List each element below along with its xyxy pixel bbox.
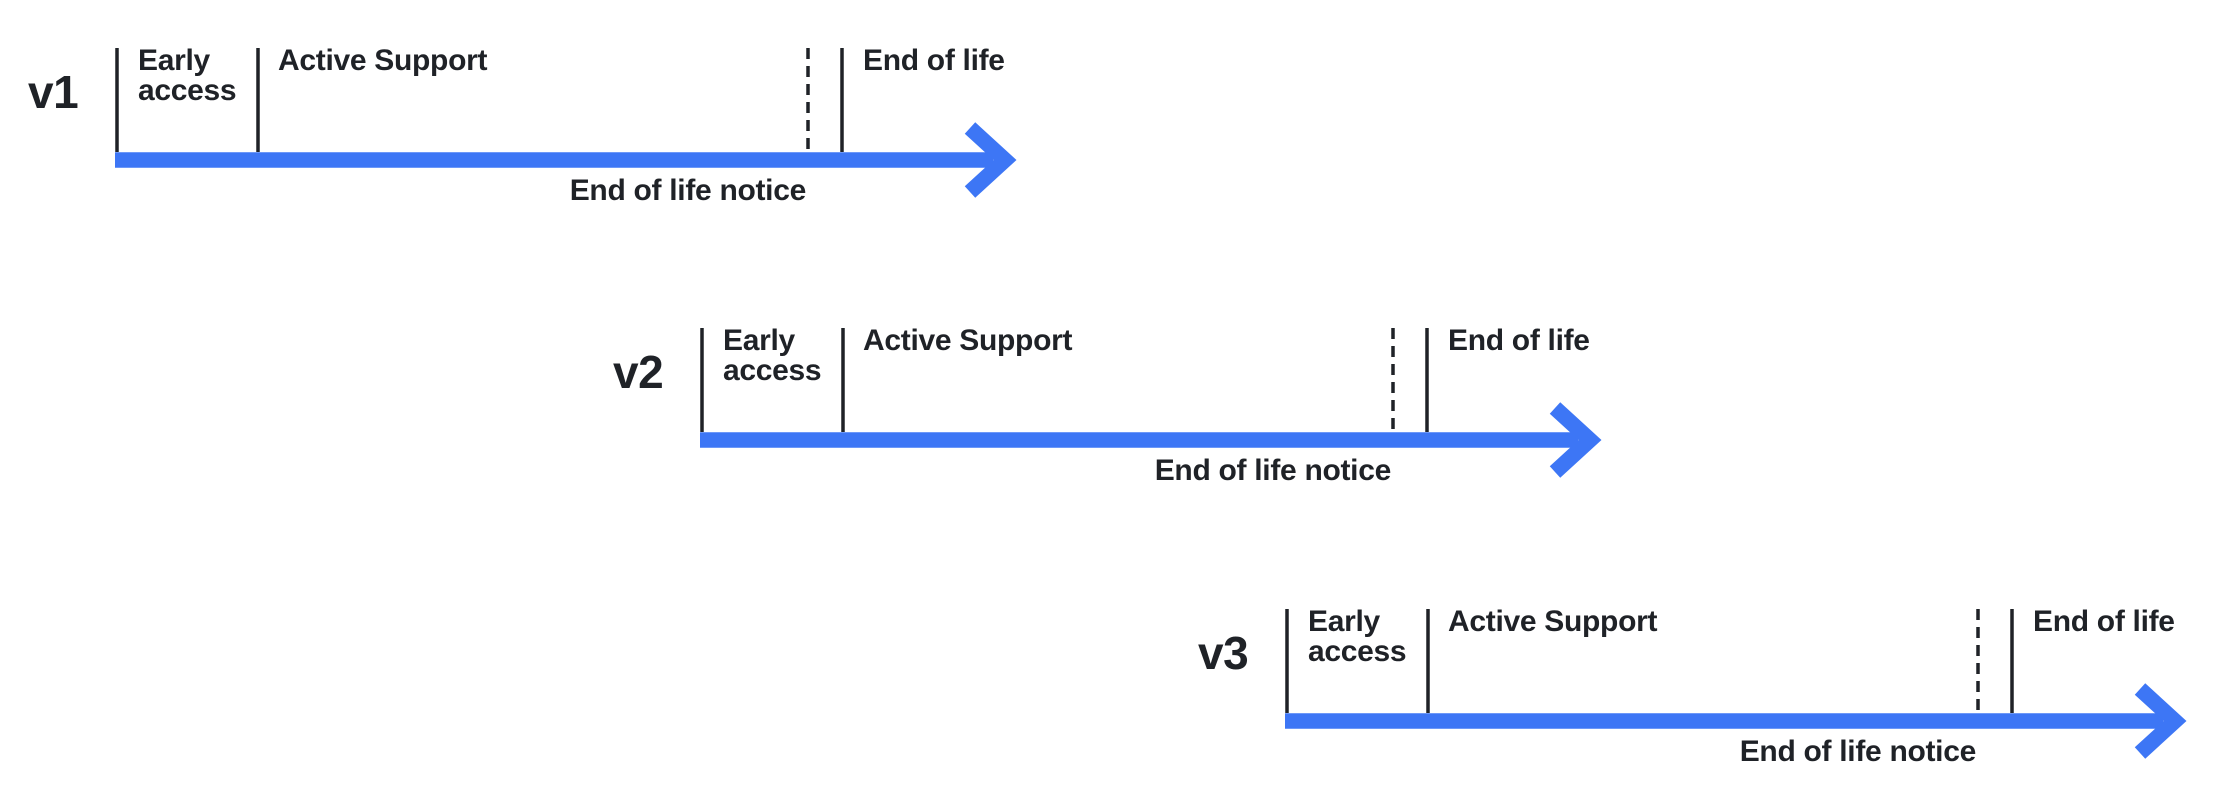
early-access-label: Early access bbox=[1308, 605, 1407, 668]
timeline-arrow-head-icon bbox=[1549, 402, 1602, 478]
active-support-label: Active Support bbox=[863, 324, 1073, 357]
version-label: v1 bbox=[28, 66, 79, 118]
timeline-v3: v3 Early access Active Support End of li… bbox=[1170, 561, 2228, 801]
end-of-life-label: End of life bbox=[1448, 324, 1590, 357]
timeline-v1: v1 Early access Active Support End of li… bbox=[0, 0, 1060, 240]
end-of-life-notice-label: End of life notice bbox=[1739, 735, 1977, 768]
early-access-label: Early access bbox=[723, 324, 822, 387]
active-support-label: Active Support bbox=[278, 44, 488, 77]
end-of-life-notice-label: End of life notice bbox=[1154, 454, 1392, 487]
timeline-v1-graphic bbox=[115, 48, 1017, 198]
end-of-life-label: End of life bbox=[2033, 605, 2175, 638]
early-access-label: Early access bbox=[138, 44, 237, 107]
version-label: v3 bbox=[1198, 627, 1249, 679]
end-of-life-label: End of life bbox=[863, 44, 1005, 77]
timeline-v2-graphic bbox=[700, 328, 1602, 478]
timeline-arrow-head-icon bbox=[2134, 683, 2187, 759]
timeline-arrow-head-icon bbox=[964, 122, 1017, 198]
timeline-v3-graphic bbox=[1285, 609, 2187, 759]
timeline-v2: v2 Early access Active Support End of li… bbox=[585, 280, 1645, 520]
active-support-label: Active Support bbox=[1448, 605, 1658, 638]
version-label: v2 bbox=[613, 346, 664, 398]
end-of-life-notice-label: End of life notice bbox=[569, 174, 807, 207]
